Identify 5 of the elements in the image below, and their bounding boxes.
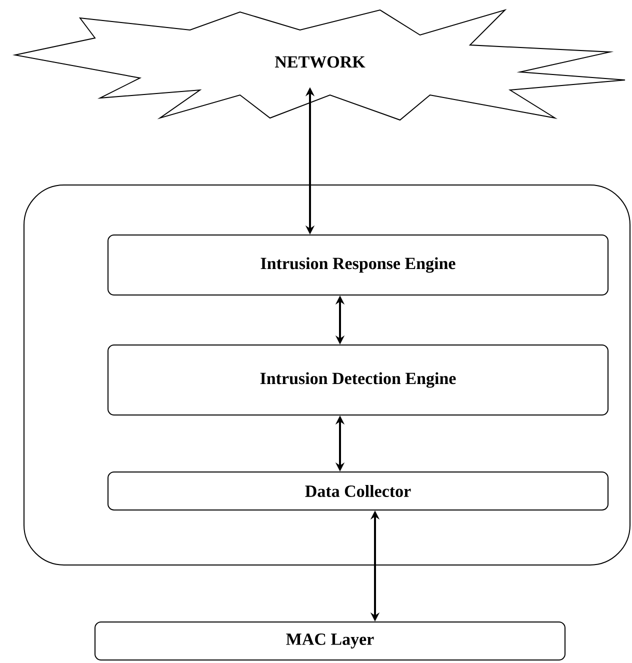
process-box: MAC Layer [94,622,566,660]
process-box: Intrusion Detection Engine [108,344,608,416]
process-box: Data Collector [108,472,608,510]
container-box [24,184,630,566]
process-box: Intrusion Response Engine [108,234,608,296]
